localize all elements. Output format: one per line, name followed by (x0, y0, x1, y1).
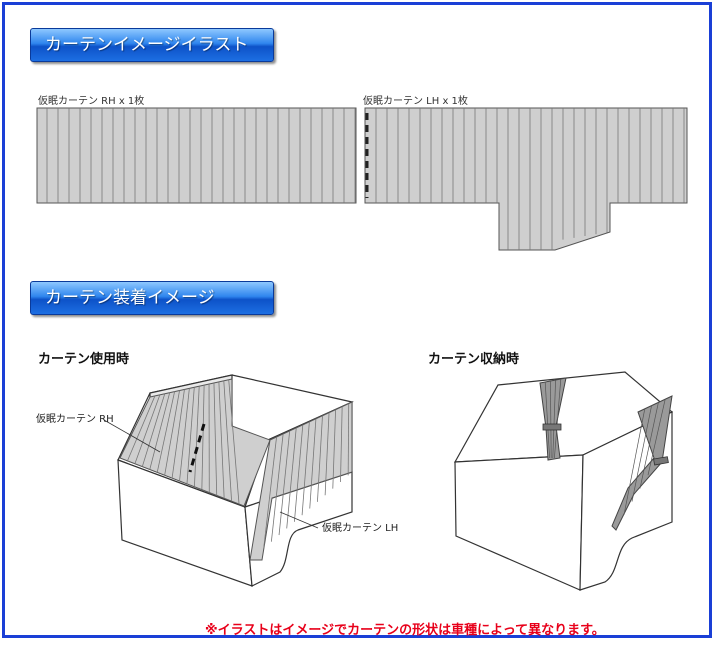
curtain-flat-illustrations (36, 107, 688, 251)
lh-curtain-callout: 仮眠カーテン LH (322, 523, 399, 534)
illustration-section-banner: カーテンイメージイラスト (30, 28, 274, 62)
stored-curtain-bundle-left (539, 377, 567, 461)
stored-curtain-bundle-right (611, 395, 673, 531)
lh-curtain-label: 仮眠カーテン LH x 1枚 (363, 96, 468, 107)
curtain-stored-title: カーテン収納時 (428, 352, 520, 367)
page-frame (2, 2, 712, 638)
rh-curtain-label: 仮眠カーテン RH x 1枚 (38, 96, 145, 107)
curtain-in-use-title: カーテン使用時 (38, 352, 130, 367)
rh-curtain-panel (36, 107, 357, 204)
curtain-fastener (188, 423, 206, 473)
installation-section-banner: カーテン装着イメージ (30, 281, 274, 315)
disclaimer-note: ※イラストはイメージでカーテンの形状は車種によって異なります。 (205, 623, 605, 638)
rh-curtain-callout: 仮眠カーテン RH (36, 414, 114, 425)
lh-curtain-panel (364, 107, 688, 251)
